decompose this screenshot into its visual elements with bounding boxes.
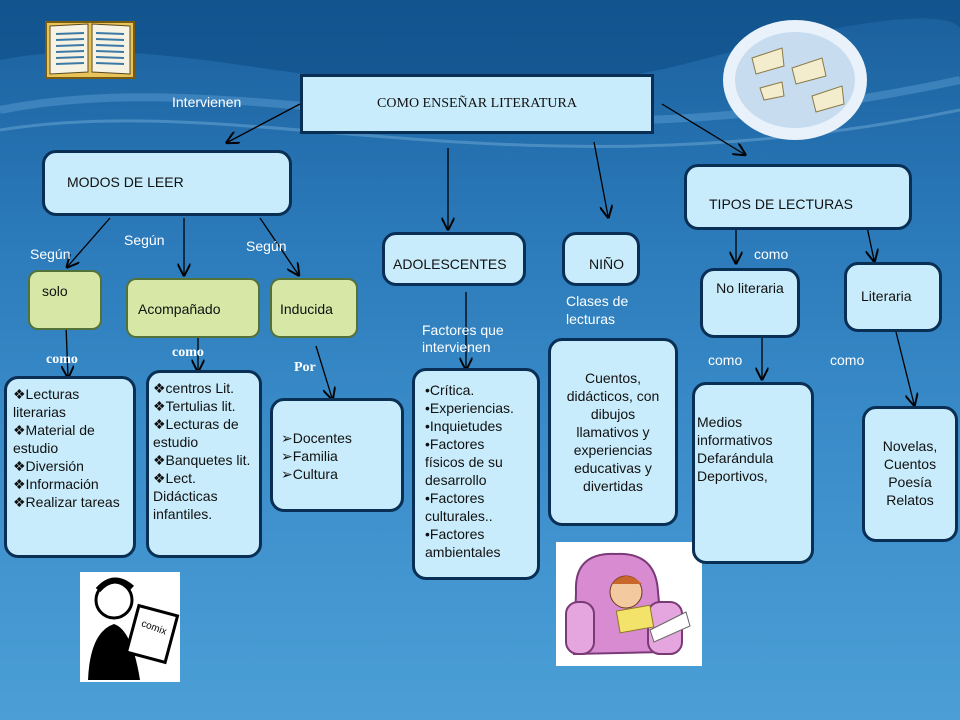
solo-list-item: ❖Material de estudio	[13, 422, 95, 456]
title-text: COMO ENSEÑAR LITERATURA	[377, 96, 577, 111]
adolescentes-list-item: •Factores culturales..	[425, 490, 493, 524]
list-acompanado: ❖centros Lit. ❖Tertulias lit. ❖Lecturas de…	[146, 370, 262, 558]
node-inducida-text: Inducida	[280, 301, 333, 317]
acompanado-list-item: ❖Lect. Didácticas infantiles.	[153, 470, 218, 522]
open-book-icon	[45, 21, 135, 79]
node-modos-text: MODOS DE LEER	[67, 174, 184, 190]
node-adolescentes-text: ADOLESCENTES	[393, 256, 507, 272]
inducida-list-item: ➢Cultura	[281, 466, 338, 482]
nino-description: Cuentos, didácticos, con dibujos llamati…	[566, 370, 660, 494]
label-como-tipos: como	[754, 246, 789, 262]
label-por: Por	[294, 360, 316, 375]
label-segun-3: Según	[246, 238, 287, 254]
node-acompanado: Acompañado	[126, 278, 260, 338]
label-como-acompanado: como	[172, 345, 204, 360]
label-como-literaria: como	[830, 352, 865, 368]
label-segun-1: Según	[30, 246, 71, 262]
node-no-literaria-text: No literaria	[716, 280, 784, 296]
node-adolescentes: ADOLESCENTES	[382, 232, 526, 286]
node-solo-text: solo	[42, 283, 68, 299]
comic-reader-icon: comix	[80, 572, 180, 682]
acompanado-list-item: ❖centros Lit.	[153, 380, 235, 396]
no-literaria-description: Medios informativos Defarándula Deportiv…	[697, 414, 774, 484]
list-nino: Cuentos, didácticos, con dibujos llamati…	[548, 338, 678, 526]
adolescentes-list-item: •Crítica.	[425, 382, 475, 398]
adolescentes-list-item: •Factores físicos de su desarrollo	[425, 436, 503, 488]
solo-list-item: ❖Información	[13, 476, 99, 492]
label-factores: Factores que intervienen	[422, 322, 504, 355]
node-nino-text: NIÑO	[589, 256, 624, 272]
adolescentes-list-item: •Experiencias.	[425, 400, 514, 416]
literaria-list-item: Poesía	[888, 474, 932, 490]
adolescentes-list-item: •Factores ambientales	[425, 526, 501, 560]
label-como-solo: como	[46, 352, 78, 367]
node-nino: NIÑO	[562, 232, 640, 286]
node-literaria: Literaria	[844, 262, 942, 332]
list-inducida: ➢Docentes ➢Familia ➢Cultura	[270, 398, 404, 512]
inducida-list-item: ➢Docentes	[281, 430, 352, 446]
node-inducida: Inducida	[270, 278, 358, 338]
solo-list-item: ❖Realizar tareas	[13, 494, 120, 510]
title-node: COMO ENSEÑAR LITERATURA	[300, 74, 654, 134]
list-no-literaria: Medios informativos Defarándula Deportiv…	[692, 382, 814, 564]
list-adolescentes: •Crítica. •Experiencias. •Inquietudes •Fact…	[412, 368, 540, 580]
inducida-list-item: ➢Familia	[281, 448, 338, 464]
solo-list-item: ❖Lecturas literarias	[13, 386, 80, 420]
solo-list-item: ❖Diversión	[13, 458, 84, 474]
node-no-literaria: No literaria	[700, 268, 800, 338]
acompanado-list-item: ❖Tertulias lit.	[153, 398, 236, 414]
flying-pages-icon	[723, 20, 867, 140]
literaria-list-item: Cuentos	[883, 456, 937, 472]
node-modos-de-leer: MODOS DE LEER	[42, 150, 292, 216]
label-clases: Clases de lecturas	[566, 293, 629, 327]
literaria-list-item: Novelas,	[882, 438, 938, 454]
acompanado-list-item: ❖Banquetes lit.	[153, 452, 251, 468]
label-segun-2: Según	[124, 232, 165, 248]
literaria-list-item: Relatos	[886, 492, 934, 508]
list-solo: ❖Lecturas literarias❖Material de estudio…	[4, 376, 136, 558]
node-solo: solo	[28, 270, 102, 330]
node-acompanado-text: Acompañado	[138, 301, 221, 317]
label-intervienen: Intervienen	[172, 94, 242, 110]
node-tipos-text: TIPOS DE LECTURAS	[709, 196, 853, 212]
acompanado-list-item: ❖Lecturas de estudio	[153, 416, 239, 450]
node-literaria-text: Literaria	[861, 288, 912, 304]
label-como-noliteraria: como	[708, 352, 743, 368]
node-tipos-de-lecturas: TIPOS DE LECTURAS	[684, 164, 912, 230]
adolescentes-list-item: •Inquietudes	[425, 418, 503, 434]
child-reading-icon	[556, 542, 702, 666]
